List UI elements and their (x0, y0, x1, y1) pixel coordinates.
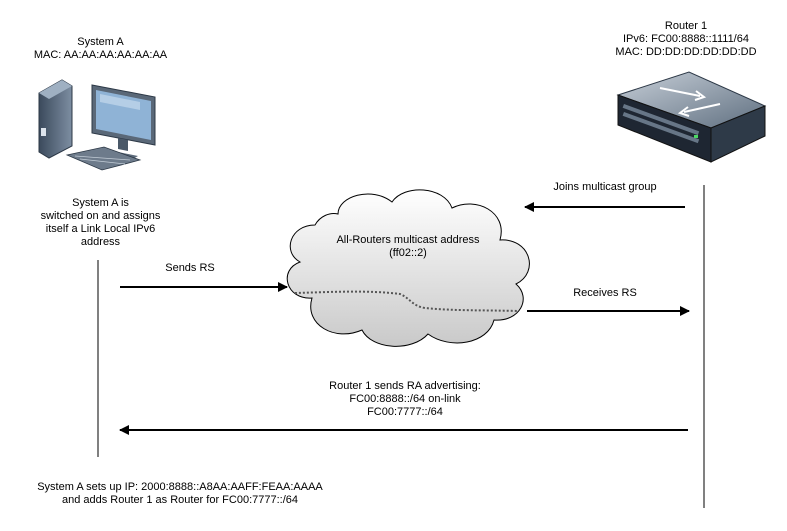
multicast-path-line (294, 290, 519, 312)
system-a-desc-line: address (80, 236, 121, 248)
router-icon (616, 71, 767, 163)
system-a-title: System A (77, 36, 124, 48)
router-header: Router 1 IPv6: FC00:8888::1111/64 MAC: D… (600, 20, 772, 59)
receives-rs-label: Receives RS (573, 287, 637, 299)
system-a-desc-line: System A is (72, 197, 129, 209)
ra-line: FC00:8888::/64 on-link (349, 393, 461, 405)
ra-line: FC00:7777::/64 (367, 406, 443, 418)
footer-line2: and adds Router 1 as Router for FC00:777… (61, 494, 299, 506)
system-a-header: System A MAC: AA:AA:AA:AA:AA:AA (18, 36, 183, 62)
system-a-mac: MAC: AA:AA:AA:AA:AA:AA (33, 49, 168, 61)
sends-rs-label: Sends RS (165, 262, 215, 274)
cloud-label-line2: (ff02::2) (389, 247, 427, 259)
ra-advertising-label: Router 1 sends RA advertising: FC00:8888… (300, 380, 510, 419)
ra-line: Router 1 sends RA advertising: (329, 380, 481, 392)
cloud-label: All-Routers multicast address (ff02::2) (318, 234, 498, 260)
footer-line1: System A sets up IP: 2000:8888::A8AA:AAF… (37, 481, 323, 493)
system-a-desc-line: itself a Link Local IPv6 (45, 223, 156, 235)
router-title: Router 1 (664, 20, 708, 32)
footer-note: System A sets up IP: 2000:8888::A8AA:AAF… (10, 481, 350, 507)
system-a-desc-line: switched on and assigns (40, 210, 161, 222)
router-mac: MAC: DD:DD:DD:DD:DD:DD (615, 46, 757, 58)
computer-icon (38, 79, 156, 171)
cloud-label-line1: All-Routers multicast address (336, 234, 480, 246)
joins-multicast-label: Joins multicast group (553, 181, 657, 193)
multicast-cloud (286, 189, 530, 347)
system-a-description: System A is switched on and assigns itse… (18, 197, 183, 249)
router-ipv6: IPv6: FC00:8888::1111/64 (623, 33, 749, 45)
